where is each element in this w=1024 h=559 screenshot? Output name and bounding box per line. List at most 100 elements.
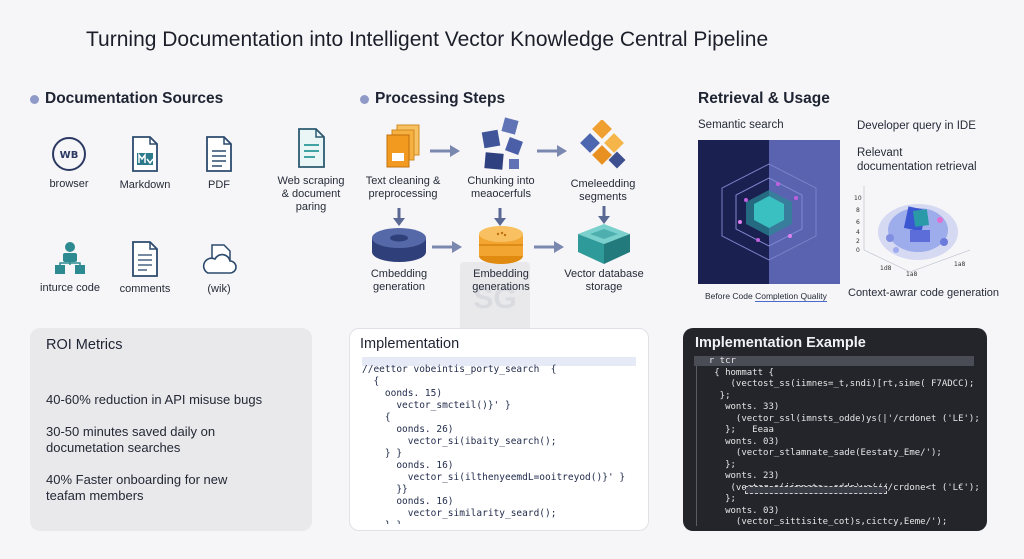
code-line: }} bbox=[362, 484, 408, 495]
cube-cluster-icon bbox=[562, 120, 644, 172]
step-label: Chunking into meaocerfuls bbox=[467, 175, 535, 200]
chart-tick: 8 bbox=[856, 207, 860, 214]
semantic-search-visual bbox=[698, 140, 840, 284]
code-line: { bbox=[362, 412, 391, 423]
code-line: }; bbox=[698, 390, 731, 401]
code-line: (vectost_ss(iimnes=_t,sndi)[rt,sime( F7A… bbox=[698, 379, 975, 389]
code-line: } } bbox=[362, 448, 403, 459]
roi-heading: ROI Metrics bbox=[46, 337, 123, 353]
example-code: r tcr { hommatt { (vectost_ss(iimnes=_t,… bbox=[698, 356, 980, 528]
code-line: vector_si(ilthenyeemdL=ooitreyod()}' } bbox=[362, 472, 626, 483]
source-markdown: Markdown bbox=[112, 135, 178, 192]
step-label: Cmbedding generation bbox=[370, 268, 428, 293]
step-chunking: Chunking into meaocerfuls bbox=[460, 115, 542, 201]
code-tab-bar bbox=[694, 356, 974, 366]
chart-tick: 1a8 bbox=[906, 271, 917, 278]
step-segments: Cmeleedding segments bbox=[562, 120, 644, 204]
arrow-down-icon bbox=[598, 206, 610, 229]
code-line: vector_smcteil()}' } bbox=[362, 400, 511, 411]
code-line: oonds. 15) bbox=[362, 388, 443, 399]
chart-tick: 2 bbox=[856, 238, 860, 245]
source-comments: comments bbox=[110, 240, 180, 296]
pdf-document-icon bbox=[186, 135, 252, 173]
chunk-blocks-icon bbox=[460, 115, 542, 173]
step-label: Cmeleedding segments bbox=[570, 178, 636, 203]
documents-stack-icon bbox=[362, 123, 444, 171]
roi-metric: 30-50 minutes saved daily on documetatio… bbox=[46, 424, 216, 455]
retrieval-heading: Retrieval & Usage bbox=[698, 90, 830, 107]
cloud-wiki-icon bbox=[186, 243, 252, 277]
source-label: comments bbox=[119, 283, 171, 295]
page-title: Turning Documentation into Intelligent V… bbox=[86, 28, 769, 51]
relevant-retrieval-label: Relevant documentation retrieval bbox=[857, 147, 977, 173]
code-line: { hommatt { bbox=[698, 367, 774, 378]
chart-tick: 10 bbox=[854, 195, 862, 202]
code-line: oonds. 26) bbox=[362, 424, 454, 435]
code-line: (vector_sittisite_cot)s,cictcy,Eeme/'); bbox=[698, 517, 948, 527]
arrow-down-icon bbox=[494, 208, 506, 231]
code-line: }; bbox=[698, 459, 736, 470]
code-line: oonds. 16) bbox=[362, 496, 454, 507]
source-pdf: PDF bbox=[186, 135, 252, 192]
comments-document-icon bbox=[110, 240, 180, 278]
completion-quality-label: Completion Quality bbox=[755, 291, 827, 302]
implementation-code: //eettor vobeintis_porty_search { { oond… bbox=[362, 364, 642, 524]
context-3d-chart: 10 8 6 4 2 0 1d8 1a8 1a8 bbox=[850, 180, 978, 280]
before-code-label: Before Code Completion Quality bbox=[705, 291, 827, 302]
code-highlight-bar bbox=[362, 357, 636, 366]
disk-icon bbox=[362, 226, 436, 264]
source-label: Markdown bbox=[119, 179, 171, 191]
arrow-right-icon bbox=[534, 240, 564, 258]
implementation-heading: Implementation bbox=[360, 336, 460, 352]
chart-tick: 4 bbox=[856, 229, 860, 236]
arrow-right-icon bbox=[537, 144, 567, 162]
code-line: } } bbox=[362, 520, 642, 524]
step-label: Vector database storage bbox=[564, 268, 644, 293]
arrow-down-icon bbox=[393, 208, 405, 231]
org-chart-icon bbox=[30, 240, 110, 276]
markdown-icon bbox=[112, 135, 178, 173]
code-line: }; bbox=[698, 494, 736, 504]
implementation-example-heading: Implementation Example bbox=[695, 335, 866, 351]
chart-tick: 1a8 bbox=[954, 261, 965, 268]
code-line: r tcr bbox=[698, 356, 736, 366]
code-line: vector_similarity_seard(); bbox=[362, 508, 557, 519]
source-label: inturce code bbox=[40, 282, 100, 294]
vector-box-icon bbox=[560, 222, 648, 266]
code-line: vector_si(ibaity_search(); bbox=[362, 436, 557, 447]
source-code: inturce code bbox=[30, 240, 110, 295]
step-label: Embedding generations bbox=[472, 268, 530, 293]
source-label: browser bbox=[49, 178, 89, 190]
web-scraping-step: Web scraping & document paring bbox=[272, 127, 350, 214]
step-vector-storage: Vector database storage bbox=[560, 222, 648, 294]
arrow-right-icon bbox=[430, 144, 460, 162]
step-embedding-generations: Embedding generations bbox=[462, 224, 540, 294]
source-wiki: (wik) bbox=[186, 243, 252, 296]
code-gutter bbox=[696, 366, 697, 526]
chart-tick: 6 bbox=[856, 219, 860, 226]
step-text-cleaning: Text cleaning & preprocessing bbox=[362, 123, 444, 201]
bullet-dot bbox=[30, 94, 39, 104]
roi-metric: 40% Faster onboarding for new teafam mem… bbox=[46, 472, 228, 503]
processing-heading: Processing Steps bbox=[360, 90, 505, 108]
source-label: PDF bbox=[208, 179, 230, 191]
code-line: wonts. 03) bbox=[698, 505, 780, 516]
code-line: (vector_stlamnate_sade(Eestaty_Eme/'); bbox=[698, 448, 942, 458]
arrow-right-icon bbox=[432, 240, 462, 258]
code-line: wonts. 33) bbox=[698, 402, 780, 412]
code-line: oonds. 16) bbox=[362, 460, 454, 471]
database-icon bbox=[462, 224, 540, 266]
code-line: wonts. 23) bbox=[698, 471, 780, 481]
code-line: (vector_ssl(imnsts_odde)ys(|'/crdonet ('… bbox=[698, 413, 980, 424]
scraping-label: Web scraping & document paring bbox=[277, 175, 345, 213]
source-label: (wik) bbox=[207, 283, 231, 295]
step-label: Text cleaning & preprocessing bbox=[365, 175, 441, 200]
svg-text:WB: WB bbox=[60, 150, 79, 161]
roi-panel bbox=[30, 328, 312, 531]
code-line: //eettor vobeintis_porty_search { bbox=[362, 364, 557, 375]
step-cmbedding-generation: Cmbedding generation bbox=[362, 226, 436, 294]
context-label: Context-awrar code generation bbox=[848, 287, 1000, 299]
code-line: { bbox=[362, 376, 380, 387]
chart-tick: 1d8 bbox=[880, 265, 892, 272]
sg-watermark: SG bbox=[460, 262, 530, 336]
